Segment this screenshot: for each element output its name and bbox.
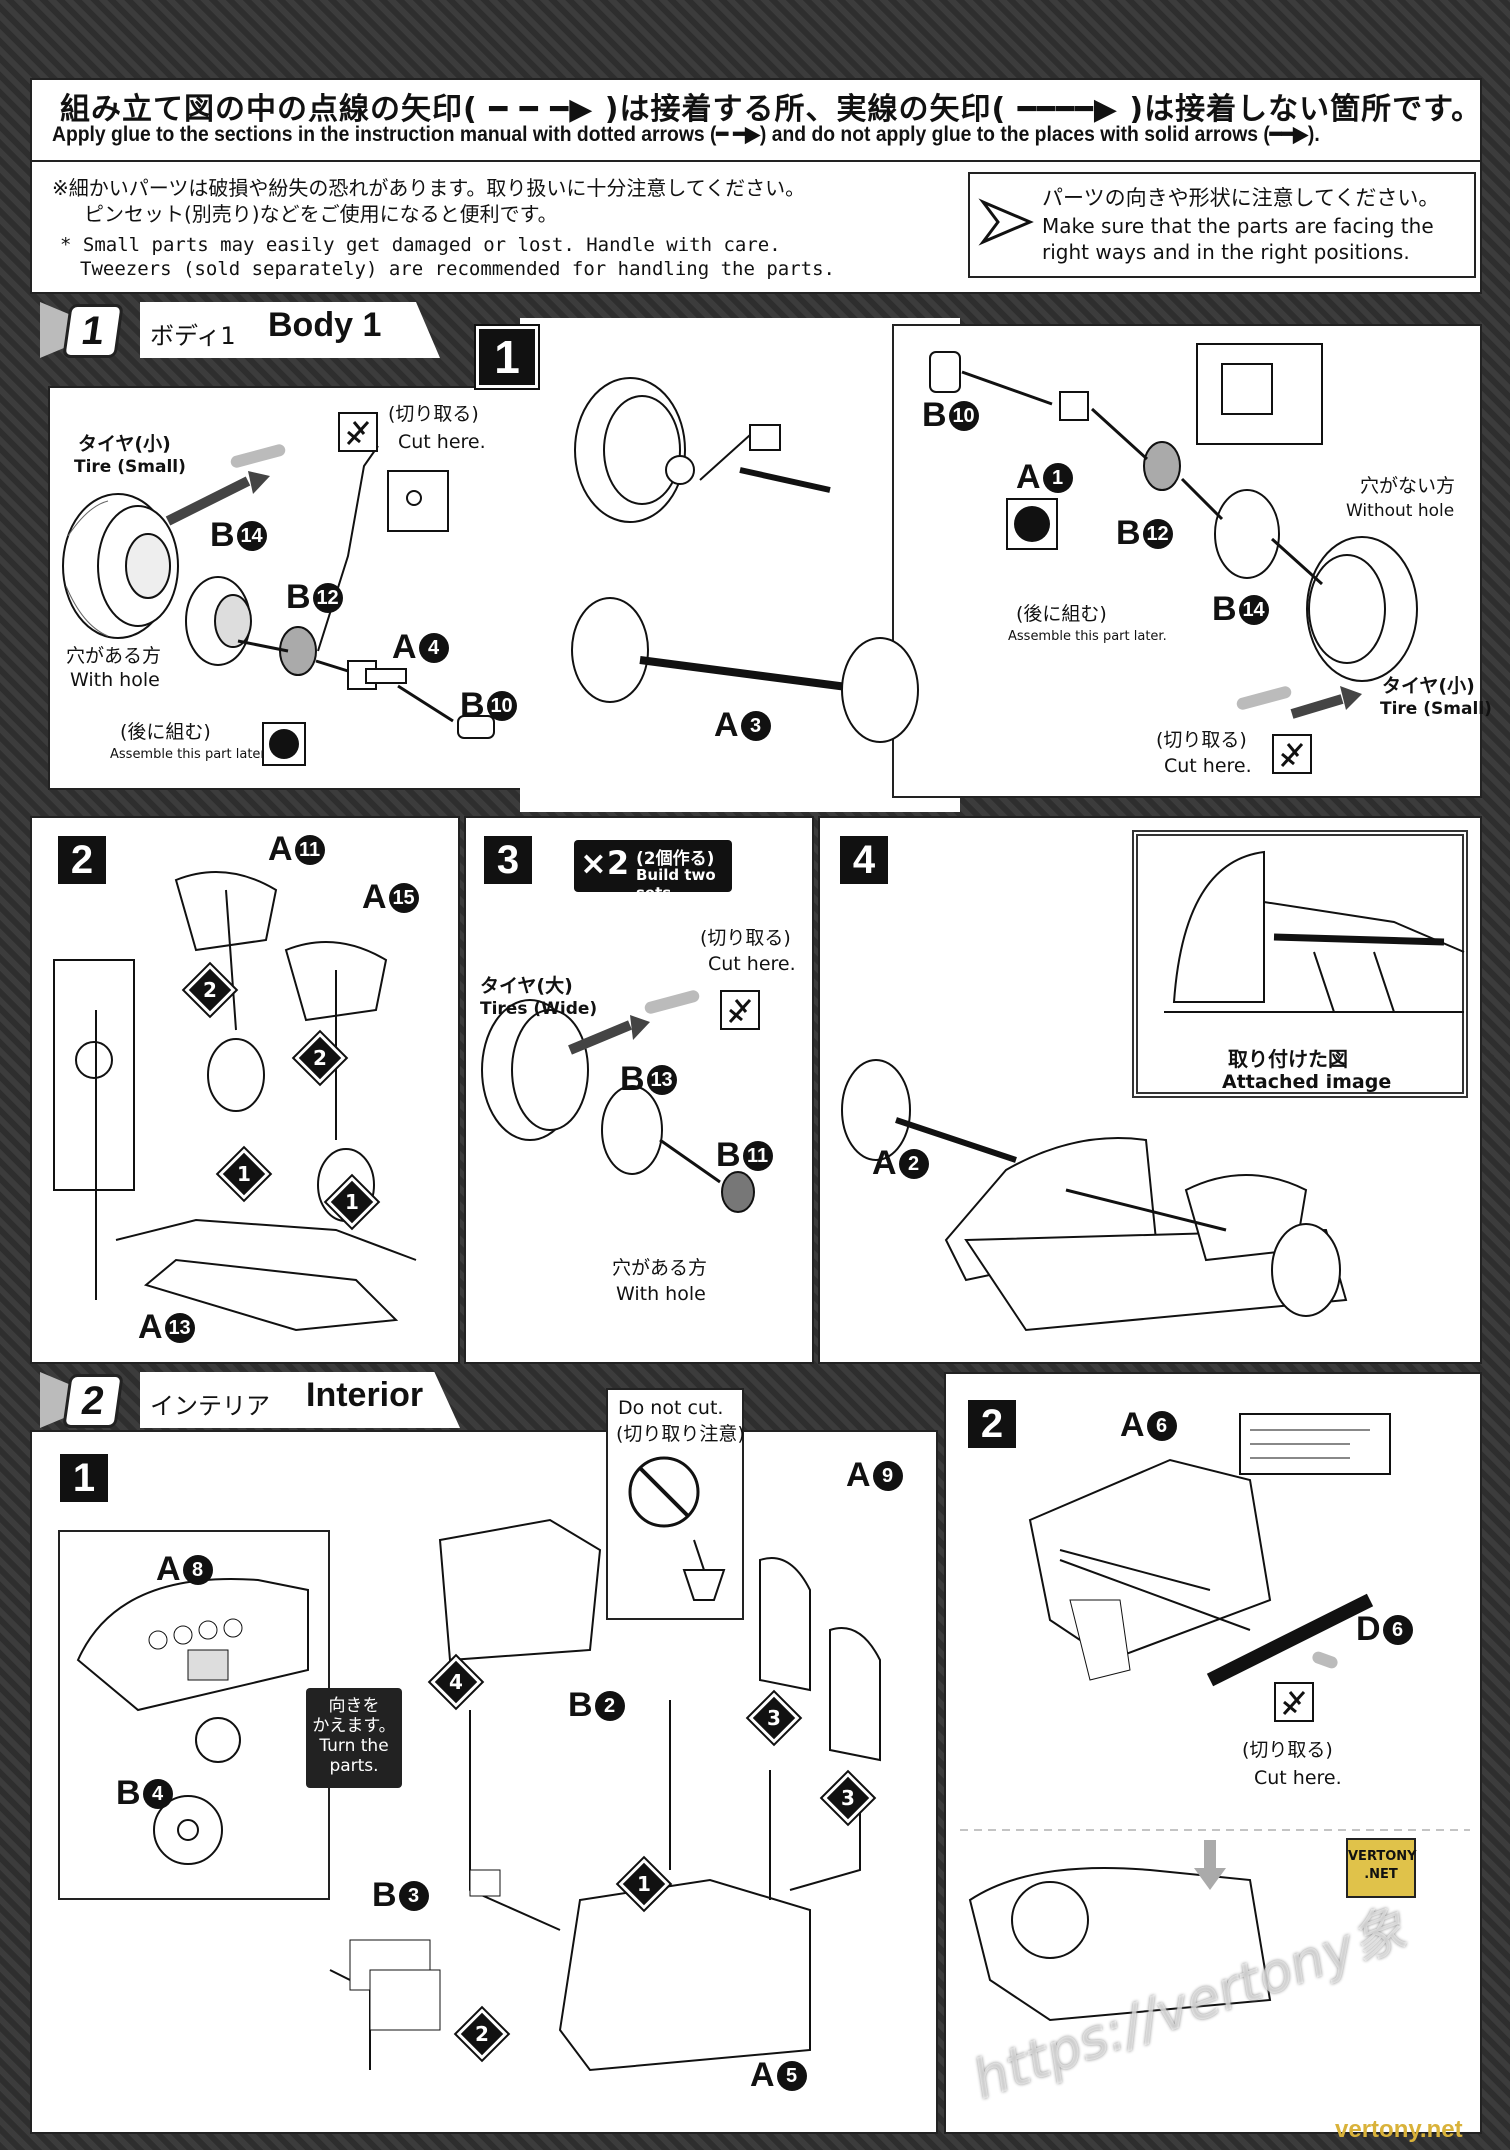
cut-here-right-icon [1272,734,1312,774]
cut-here-step3-jp: (切り取る) [700,927,791,949]
orientation-en-2: right ways and in the right positions. [1042,240,1410,264]
glue-instruction-en: Apply glue to the sections in the instru… [52,123,1320,146]
vertony-logo: VERTONY.NET [1346,1838,1417,1898]
do-not-cut-en: Do not cut. [618,1397,724,1419]
s2-step-1-badge: 1 [60,1454,108,1502]
tire-small-label-en: Tire (Small) [74,457,186,477]
section-1-title-jp: ボディ1 [150,322,236,350]
section-2-number: 2 [62,1374,124,1428]
with-hole-step3-en: With hole [616,1283,706,1305]
cut-here-step3-en: Cut here. [708,953,796,975]
glue-instruction-jp: 組み立て図の中の点線の矢印( ━ ━ ━▶ )は接着する所、実線の矢印( ━━━… [60,92,1483,127]
later-label-en: Assemble this part later. [110,747,269,762]
cut-here-label-jp: (切り取る) [388,403,479,425]
cut-here-label-en: Cut here. [398,431,486,453]
attached-image-jp: 取り付けた図 [1228,1047,1348,1071]
s1-step-3-badge: 3 [484,836,532,884]
caution-note-jp-2: ピンセット(別売り)などをご使用になると便利です。 [84,202,558,226]
s1-step-4-badge: 4 [840,836,888,884]
later-label-jp: (後に組む) [120,721,211,743]
interior-assembly-drawing [329,1518,881,2072]
without-hole-label-en: Without hole [1346,501,1455,521]
front-axle-drawing [571,377,919,743]
caution-note-jp-1: ※細かいパーツは破損や紛失の恐れがあります。取り扱いに十分注意してください。 [52,176,806,200]
caution-note-en-2: Tweezers (sold separately) are recommend… [80,258,835,280]
cut-here-right-en: Cut here. [1164,755,1252,777]
section-2-title-en: Interior [306,1376,424,1414]
s1-step-1-badge: 1 [474,324,540,390]
cut-here-right-jp: (切り取る) [1156,729,1247,751]
with-hole-step3-jp: 穴がある方 [612,1257,708,1279]
cut-here-s2-icon [1274,1682,1314,1722]
orientation-notice: パーツの向きや形状に注意してください。 Make sure that the p… [968,172,1476,278]
tire-small-right-jp: タイヤ(小) [1382,675,1475,697]
orientation-en-1: Make sure that the parts are facing the [1042,214,1434,238]
cut-here-icon [338,412,378,452]
attached-image-drawing [1164,850,1465,1013]
footer-watermark: vertony.net [1335,2116,1463,2143]
turn-parts-tag: 向きを かえます。 Turn the parts. [306,1688,402,1788]
cut-here-s2-jp: (切り取る) [1242,1739,1333,1761]
s1-step-2-badge: 2 [58,836,106,884]
cut-here-s2-en: Cut here. [1254,1767,1342,1789]
rear-assembly-drawing [960,1413,1470,2022]
section-2-title-jp: インテリア [150,1392,270,1420]
dashboard-steering-drawing [76,1578,309,1865]
step4-chassis-drawing [841,1059,1348,1332]
orientation-arrow-icon [978,198,1034,246]
without-hole-label-jp: 穴がない方 [1360,475,1456,497]
right-wheel-assembly-drawing [929,343,1418,719]
with-hole-label-jp: 穴がある方 [66,645,162,667]
section-1-tab [140,302,440,358]
caution-note-en-1: * Small parts may easily get damaged or … [60,234,781,256]
later-label-right-en: Assemble this part later. [1008,629,1167,644]
no-cut-icon [628,1456,726,1601]
with-hole-label-en: With hole [70,669,160,691]
assemble-later-icon [262,722,306,766]
tire-small-label-jp: タイヤ(小) [78,433,171,455]
section-2-tab [140,1372,460,1428]
section-1-title-en: Body 1 [268,306,382,344]
do-not-cut-jp: (切り取り注意) [616,1423,745,1445]
later-label-right-jp: (後に組む) [1016,603,1107,625]
s2-step-2-badge: 2 [968,1400,1016,1448]
step3-wheel-drawing [481,999,755,1213]
divider [30,160,1482,162]
tire-wide-label-en: Tires (Wide) [480,999,598,1019]
attached-image-en: Attached image [1222,1071,1392,1093]
orientation-jp: パーツの向きや形状に注意してください。 [1042,186,1440,210]
cut-here-step3-icon [720,990,760,1030]
tire-small-right-en: Tire (Small) [1380,699,1492,719]
attached-image-box: 取り付けた図 Attached image [1132,830,1468,1098]
left-wheel-assembly-drawing [62,445,495,739]
tire-wide-label-jp: タイヤ(大) [480,975,573,997]
build-two-sets-tag: ×2 (2個作る) Build two sets. [574,840,732,902]
